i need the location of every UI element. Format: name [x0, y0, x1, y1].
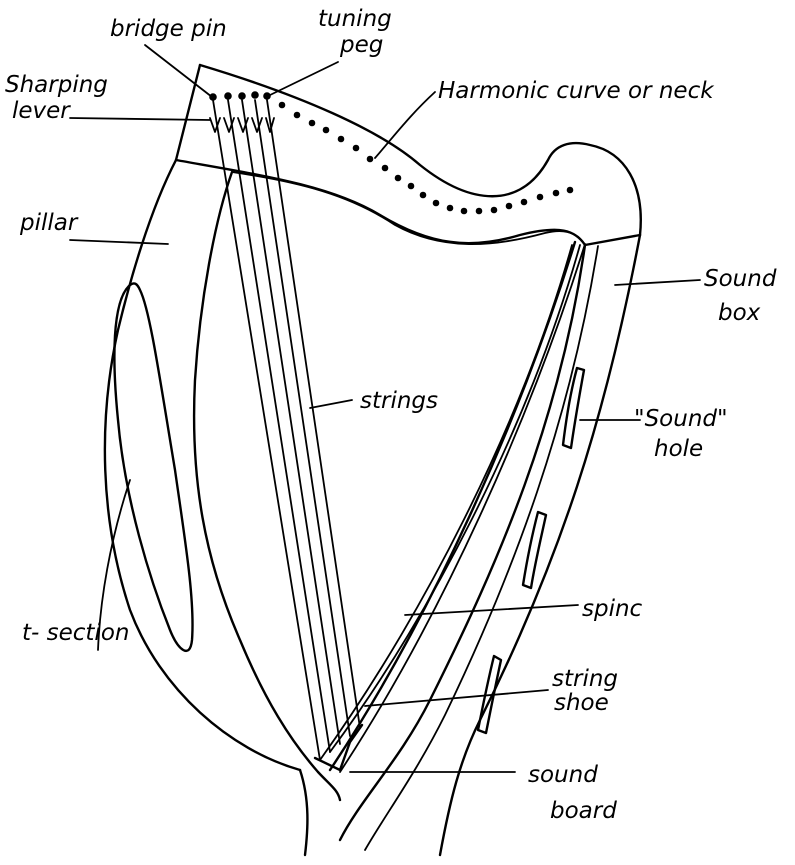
label-t-section: t- section — [22, 620, 129, 646]
tuning-pegs — [209, 91, 573, 214]
label-sound-board-line1: sound — [528, 762, 598, 788]
label-bridge-pin: bridge pin — [110, 16, 227, 42]
label-sharping-lever-line1: Sharping — [5, 72, 108, 98]
label-tuning-peg-line1: tuning — [318, 6, 392, 32]
label-sound-box-line2: box — [718, 300, 761, 326]
label-harmonic-curve: Harmonic curve or neck — [438, 78, 715, 104]
label-sound-box-line1: Sound — [704, 266, 777, 292]
labels: bridge pin tuning peg Harmonic curve or … — [5, 6, 777, 824]
label-string-shoe-line2: shoe — [554, 690, 609, 716]
label-string-shoe-line1: string — [552, 666, 618, 692]
label-tuning-peg-line2: peg — [339, 32, 383, 58]
label-sound-board-line2: board — [550, 798, 617, 824]
sharping-levers — [210, 118, 274, 132]
label-sound-hole-line2: hole — [654, 436, 703, 462]
label-sound-hole-line1: "Sound" — [634, 406, 728, 432]
spine — [330, 242, 585, 772]
label-spine: spinc — [582, 596, 643, 622]
label-pillar: pillar — [19, 210, 79, 236]
label-strings: strings — [360, 388, 438, 414]
label-sharping-lever-line2: lever — [12, 98, 71, 124]
